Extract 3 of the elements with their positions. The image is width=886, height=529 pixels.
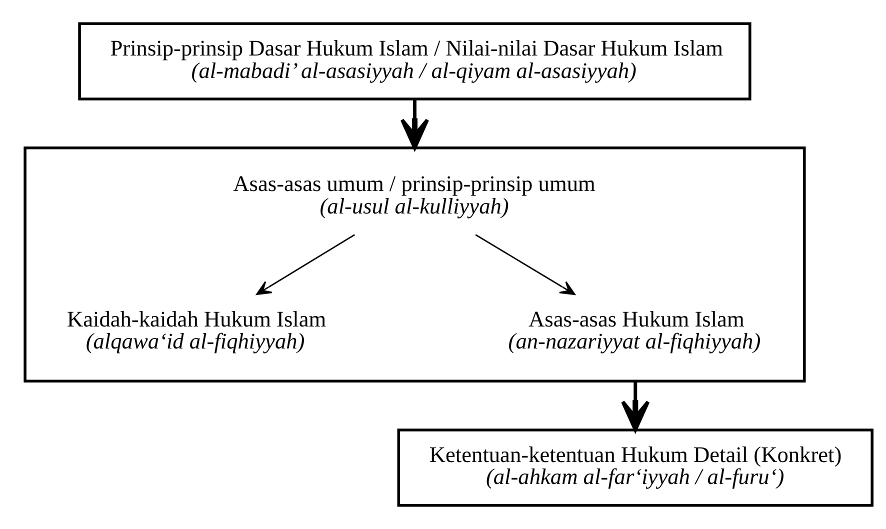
node-text: Kaidah-kaidah Hukum Islam (alqawa‘id al-fiqhiyyah) [66,306,326,354]
node-text: Asas-asas umum / prinsip-prinsip umum (al-usul al-kulliyyah) [233,170,596,218]
node-text: Asas-asas Hukum Islam (an-nazariyyat al-fiqhiyyah) [508,306,761,354]
